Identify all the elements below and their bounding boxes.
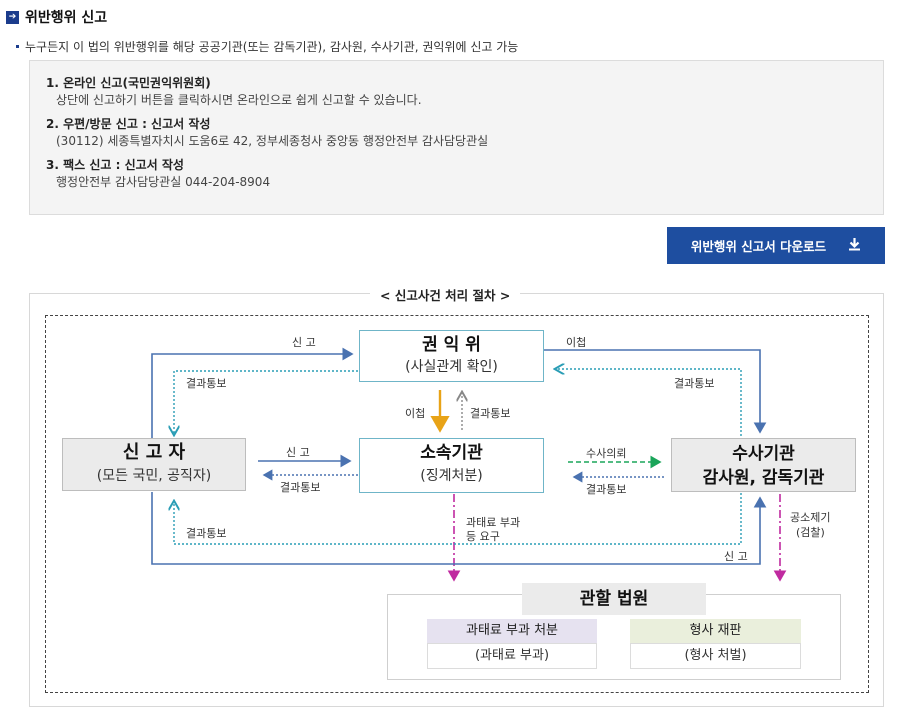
section-title: 위반행위 신고 [25,10,108,26]
method-title: 1. 온라인 신고(국민권익위원회) [46,76,211,90]
arrow-right-icon: ➔ [6,10,19,24]
node-investigation-title2: 감사원, 감독기관 [702,468,825,488]
method-online: 1. 온라인 신고(국민권익위원회) 상단에 신고하기 버튼을 클릭하시면 온라… [46,75,867,109]
download-report-form-button[interactable]: 위반행위 신고서 다운로드 [667,227,885,264]
label-result-left-top: 결과통보 [186,377,227,390]
download-button-label: 위반행위 신고서 다운로드 [690,239,827,254]
node-reporter: 신 고 자 (모든 국민, 공직자) [62,438,246,491]
bullet-icon [16,45,19,48]
method-desc: 상단에 신고하기 버튼을 클릭하시면 온라인으로 쉽게 신고할 수 있습니다. [56,93,422,107]
node-fine: 과태료 부과 처분 (과태료 부과) [427,619,597,669]
download-icon [848,237,861,254]
method-fax: 3. 팩스 신고 : 신고서 작성 행정안전부 감사담당관실 044-204-8… [46,157,867,191]
arrow-acrc-transfer-to-investigation [544,349,767,434]
node-court-title: 관할 법원 [579,589,649,609]
node-acrc: 권 익 위 (사실관계 확인) [359,330,544,382]
label-result-up: 결과통보 [470,407,511,420]
label-fine-request-2: 등 요구 [466,530,500,543]
method-title: 3. 팩스 신고 : 신고서 작성 [46,158,184,172]
node-fine-sub: (과태료 부과) [427,643,597,669]
node-court-title-box: 관할 법원 [522,583,706,615]
node-acrc-sub: (사실관계 확인) [405,359,498,375]
label-report-top: 신 고 [292,336,316,349]
label-result-bottom: 결과통보 [186,527,227,540]
node-acrc-title: 권 익 위 [422,335,481,355]
node-reporter-sub: (모든 국민, 공직자) [96,468,212,484]
method-desc: (30112) 세종특별자치시 도움6로 42, 정부세종청사 중앙동 행정안전… [56,134,489,148]
report-note: 누구든지 이 법의 위반행위를 해당 공공기관(또는 감독기관), 감사원, 수… [16,38,518,55]
label-report-bottom: 신 고 [724,550,748,563]
section-header: ➔ 위반행위 신고 [6,8,107,26]
method-mail: 2. 우편/방문 신고 : 신고서 작성 (30112) 세종특별자치시 도움6… [46,116,867,150]
arrow-investigation-result-to-reporter [174,493,742,545]
node-agency: 소속기관 (징계처분) [359,438,544,493]
label-report-mid: 신 고 [286,446,310,459]
label-transfer-top: 이첩 [566,336,587,349]
process-title: < 신고사건 처리 절차 > [370,285,521,304]
node-criminal-sub: (형사 처벌) [630,643,801,669]
process-diagram-area [45,315,869,693]
arrow-report-to-acrc [151,347,354,438]
report-methods-box: 1. 온라인 신고(국민권익위원회) 상단에 신고하기 버튼을 클릭하시면 온라… [29,60,884,215]
node-criminal-title: 형사 재판 [630,619,801,643]
method-desc: 행정안전부 감사담당관실 044-204-8904 [56,175,271,189]
note-text: 누구든지 이 법의 위반행위를 해당 공공기관(또는 감독기관), 감사원, 수… [25,40,519,54]
node-reporter-title: 신 고 자 [122,442,186,463]
node-investigation: 수사기관 감사원, 감독기관 [671,438,856,492]
node-investigation-title: 수사기관 [732,444,795,464]
label-result-mid: 결과통보 [280,481,321,494]
node-fine-title: 과태료 부과 처분 [427,619,597,643]
arrow-report-to-investigation [151,492,767,565]
label-indict-1: 공소제기 [790,511,831,524]
node-criminal: 형사 재판 (형사 처벌) [630,619,801,669]
label-investigate-req: 수사의뢰 [586,447,627,460]
node-agency-sub: (징계처분) [420,468,483,484]
arrow-acrc-result-to-reporter [174,370,358,434]
label-result-right-mid: 결과통보 [586,483,627,496]
label-fine-request-1: 과태료 부과 [466,516,521,529]
label-result-right-top: 결과통보 [674,377,715,390]
label-transfer-down: 이첩 [405,407,426,420]
method-title: 2. 우편/방문 신고 : 신고서 작성 [46,117,211,131]
label-indict-2: (검찰) [796,526,825,539]
node-agency-title: 소속기관 [420,443,483,463]
